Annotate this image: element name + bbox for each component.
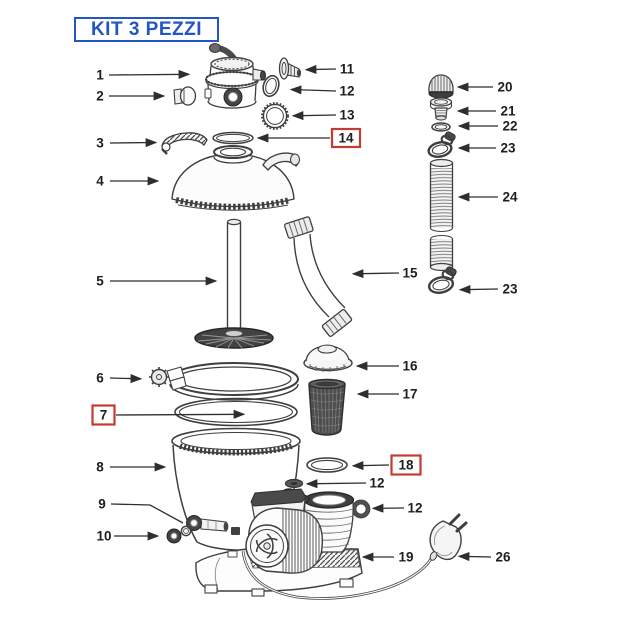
part-2-valve-cap-drawing	[173, 86, 197, 106]
callout-leader-lines	[108, 64, 499, 562]
part-11-drain-connector-drawing	[278, 57, 302, 80]
part-20-hose-nut-drawing	[428, 74, 454, 99]
part-23-hose-clamp-upper-drawing	[427, 131, 456, 158]
kit-title-box: KIT 3 PEZZI	[74, 17, 219, 42]
callout-12: 12	[339, 84, 354, 99]
part-26-power-plug-drawing	[429, 513, 468, 561]
part-4-tank-lid-dome-drawing	[171, 145, 301, 211]
callout-21: 21	[500, 104, 516, 119]
part-24-corrugated-hose-drawing	[429, 158, 454, 272]
part-22-washer-drawing	[431, 122, 451, 132]
callout-2: 2	[96, 89, 104, 104]
callout-19: 19	[398, 550, 413, 565]
part-12-oring-top-drawing	[262, 74, 280, 98]
callout-14: 14	[338, 131, 354, 146]
callout-24: 24	[502, 190, 518, 205]
part-12-washer-drawing	[284, 478, 304, 489]
callout-5: 5	[96, 274, 104, 289]
callout-3: 3	[96, 136, 104, 151]
part-17-strainer-basket-drawing	[308, 378, 346, 436]
callout-23b: 23	[502, 282, 518, 297]
highlight-box-14	[330, 127, 362, 149]
callout-1: 1	[96, 68, 104, 83]
callout-11: 11	[340, 62, 355, 77]
clamp-knob	[149, 366, 187, 391]
callout-6: 6	[96, 371, 104, 386]
power-cord	[241, 550, 435, 600]
part-1-multiport-valve-drawing	[204, 43, 266, 109]
callout-4: 4	[96, 174, 104, 189]
callout-7: 7	[100, 408, 108, 423]
part-14-lid-gasket-drawing	[212, 131, 254, 145]
callout-20: 20	[497, 80, 512, 95]
part-23-hose-clamp-lower-drawing	[427, 266, 457, 294]
callout-17: 17	[402, 387, 417, 402]
part-12-oring-pump-drawing	[351, 499, 371, 519]
part-10-drain-cap-drawing	[166, 528, 182, 544]
part-15-connection-hose-drawing	[284, 216, 353, 337]
part-6-flange-clamp-ring-drawing	[149, 362, 299, 401]
kit-title-label: KIT 3 PEZZI	[90, 19, 203, 40]
highlight-box-18	[390, 454, 422, 476]
callout-22: 22	[502, 119, 517, 134]
callout-23: 23	[500, 141, 516, 156]
pump-impeller-cover	[245, 524, 289, 568]
part-21-hose-adapter-drawing	[429, 97, 453, 121]
callout-10: 10	[96, 529, 111, 544]
part-19-pump-assembly-drawing	[195, 488, 435, 600]
callout-15: 15	[402, 266, 418, 281]
part-9-drain-oring-drawing	[180, 525, 192, 537]
tank-drain-outlet	[186, 515, 240, 535]
part-16-strainer-cap-drawing	[303, 344, 353, 372]
callout-12b: 12	[369, 476, 384, 491]
callout-18: 18	[398, 458, 414, 473]
callout-16: 16	[402, 359, 418, 374]
highlight-box-7	[91, 404, 116, 426]
part-18-pump-gasket-drawing	[306, 457, 348, 473]
callout-26: 26	[495, 550, 511, 565]
callout-9: 9	[98, 497, 106, 512]
callout-13: 13	[339, 108, 355, 123]
part-5-standpipe-drawing	[194, 218, 274, 349]
part-13-threaded-ring-drawing	[261, 102, 289, 130]
callout-8: 8	[96, 460, 104, 475]
callout-12c: 12	[407, 501, 422, 516]
part-7-tank-oring-drawing	[174, 397, 298, 427]
part-3-collar-clamp-drawing	[161, 132, 208, 155]
